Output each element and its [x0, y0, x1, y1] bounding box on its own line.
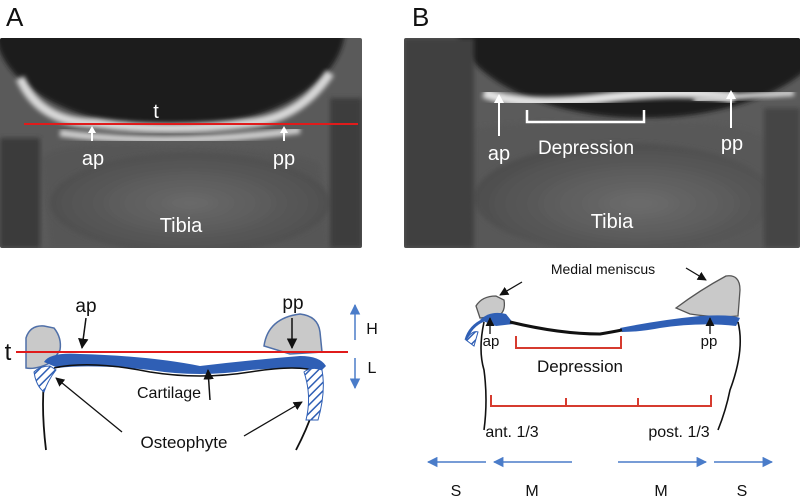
diagram-b-thirds-bracket [490, 395, 712, 407]
diagram-a-label-osteophyte: Osteophyte [141, 433, 228, 452]
diagram-a-cartilage [44, 353, 326, 374]
mri-a-svg: t ap pp Tibia [0, 38, 362, 248]
diagram-b-label-medial-meniscus: Medial meniscus [551, 261, 655, 277]
mri-a-label-pp: pp [273, 148, 295, 170]
diagram-a: ap pp t H L Cartilage Osteophyte [5, 293, 378, 452]
diagram-b-label-pp: pp [701, 333, 718, 350]
mri-b-depression-bracket [525, 110, 646, 124]
diagram-b-label-m-right: M [654, 483, 667, 498]
mri-image-b: ap Depression pp Tibia [404, 38, 800, 248]
diagram-b-cartilage [620, 315, 740, 332]
diagram-b-meniscus-arrow-left [499, 281, 523, 296]
diagram-b-label-ap: ap [483, 333, 500, 350]
mri-a-label-t: t [153, 101, 159, 123]
diagram-a-label-l: L [368, 360, 377, 377]
diagram-b-bone-right [717, 321, 742, 431]
diagram-a-osteophyte-right [303, 367, 324, 421]
diagram-a-label-pp: pp [282, 293, 303, 314]
panel-a-letter: A [6, 2, 24, 32]
diagram-b-label-post: post. 1/3 [648, 424, 709, 441]
mri-image-a: t ap pp Tibia [0, 38, 362, 248]
mri-b-label-tibia: Tibia [591, 211, 634, 233]
diagram-a-label-ap: ap [75, 296, 96, 317]
diagram-a-osteophyte-left [33, 365, 57, 393]
panel-b-letter: B [412, 2, 430, 32]
diagram-a-label-t: t [5, 339, 12, 366]
mri-a-label-ap: ap [82, 148, 104, 170]
diagram-a-ap-arrow [78, 317, 89, 350]
diagram-a-osteophyte-arrow-left [55, 377, 123, 433]
diagram-a-osteophyte-arrow-right [243, 401, 303, 437]
diagram-a-posterior-meniscus [263, 313, 323, 355]
diagram-b-label-s-left: S [451, 483, 462, 498]
diagram-b-label-m-left: M [525, 483, 538, 498]
diagram-b-meniscus-arrow-right [685, 267, 707, 281]
mri-b-label-depression: Depression [538, 138, 634, 159]
diagram-a-cartilage-arrow [203, 368, 214, 401]
diagram-b-label-s-right: S [737, 483, 748, 498]
mri-b-svg: ap Depression pp Tibia [404, 38, 800, 248]
mri-b-label-ap: ap [488, 143, 510, 165]
diagram-b-label-depression: Depression [537, 357, 623, 376]
diagram-b-label-ant: ant. 1/3 [485, 424, 538, 441]
diagram-b-depression-bracket [515, 336, 622, 349]
mri-a-label-tibia: Tibia [160, 215, 203, 237]
diagram-b: Medial meniscus ap pp Depression ant. 1/… [426, 261, 774, 498]
diagram-a-label-cartilage: Cartilage [137, 385, 201, 402]
diagram-a-label-h: H [366, 321, 378, 338]
diagram-b-depression-surface [509, 320, 623, 336]
diagram-b-bone-left [480, 321, 487, 431]
mri-b-label-pp: pp [721, 133, 743, 155]
diagram-b-posterior-meniscus [674, 275, 741, 318]
